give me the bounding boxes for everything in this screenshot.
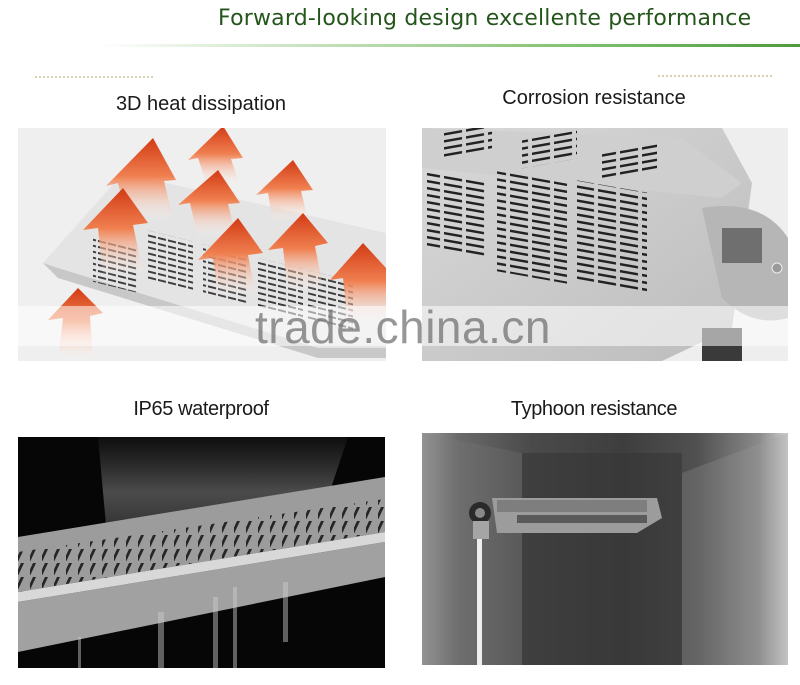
- feature-caption-waterproof: IP65 waterproof: [133, 398, 269, 420]
- watermark-text: trade.china.cn: [255, 301, 551, 353]
- feature-image-ip65-waterproof: [18, 437, 385, 668]
- pole-wind-tunnel-illustration: [422, 433, 788, 665]
- feature-image-typhoon-resistance: [422, 433, 788, 665]
- header-title: Forward-looking design excellente perfor…: [218, 6, 752, 31]
- feature-caption-heat: 3D heat dissipation: [115, 93, 287, 115]
- feature-image-corrosion-resistance: [422, 128, 788, 361]
- housing-closeup-illustration: [422, 128, 788, 361]
- feature-caption-typhoon: Typhoon resistance: [510, 398, 678, 420]
- feature-caption-corrosion: Corrosion resistance: [502, 87, 686, 109]
- watermark-band: [18, 306, 800, 346]
- dotted-divider-right: [657, 75, 773, 77]
- dotted-divider-left: [34, 76, 154, 78]
- header-divider: [100, 44, 800, 47]
- water-spray-illustration: [18, 437, 385, 668]
